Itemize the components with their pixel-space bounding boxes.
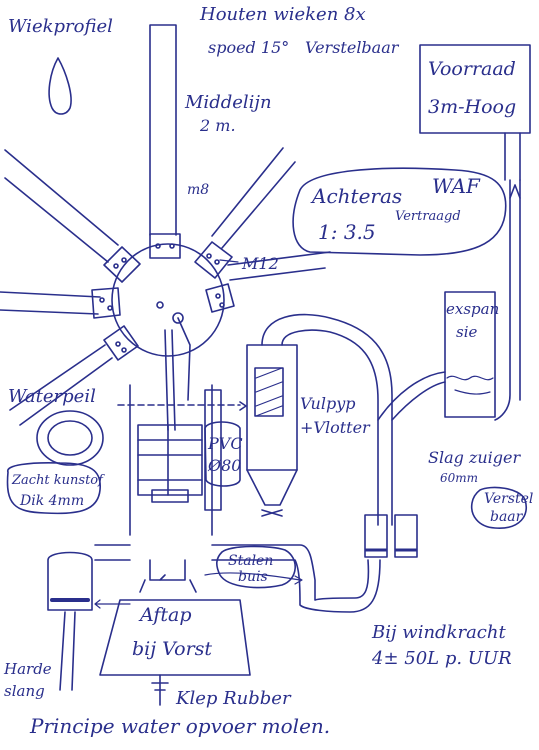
windkracht-label-1: Bij windkracht bbox=[372, 622, 506, 643]
expansion-arrow bbox=[509, 184, 521, 199]
zacht-kunststof-label-2: Dik 4mm bbox=[20, 493, 85, 509]
hub-axle bbox=[172, 312, 184, 324]
drain-valve bbox=[139, 559, 197, 593]
fill-pipe bbox=[246, 344, 298, 471]
blade-upper-right bbox=[211, 147, 296, 249]
m12-label: M12 bbox=[242, 254, 279, 273]
rear-axle-callout bbox=[292, 167, 507, 256]
piston-base bbox=[151, 489, 189, 503]
pvc-callout bbox=[204, 421, 241, 487]
inlet-hose bbox=[59, 611, 76, 691]
harde-slang-label-1: Harde bbox=[4, 660, 52, 678]
storage-tank bbox=[419, 44, 531, 134]
soft-plastic-ring-inner bbox=[47, 420, 93, 456]
fill-pipe-valve bbox=[261, 509, 283, 517]
waterpeil-label: Waterpeil bbox=[8, 386, 96, 407]
middellijn-label: Middelijn bbox=[185, 92, 272, 113]
harde-slang-label-2: slang bbox=[4, 682, 45, 700]
crank-rod bbox=[164, 317, 191, 431]
stroke-valve-right bbox=[394, 514, 418, 558]
verstelbaar-bottom-label-1: Verstel bbox=[484, 491, 534, 507]
arrow-to-inlet bbox=[94, 599, 131, 609]
expansie-label-1: exspan bbox=[446, 300, 500, 318]
blade-top bbox=[149, 24, 177, 236]
achteras-waf-label: WAF bbox=[432, 174, 480, 198]
drain-chamber bbox=[99, 599, 251, 676]
stalen-buis-label-2: buis bbox=[238, 569, 268, 585]
inlet-chamber bbox=[47, 551, 93, 611]
diagram-title: Principe water opvoer molen. bbox=[30, 714, 331, 738]
wiekprofiel-label: Wiekprofiel bbox=[8, 16, 113, 37]
middellijn-value: 2 m. bbox=[200, 116, 236, 135]
cylinder-lines bbox=[137, 424, 203, 496]
voorraad-label-2: 3m-Hoog bbox=[428, 96, 517, 118]
fill-pipe-taper bbox=[246, 469, 298, 506]
vulpijp-label-2: +Vlotter bbox=[300, 418, 370, 437]
expansion-water bbox=[446, 375, 494, 381]
pvc-size-label: Ø80 bbox=[208, 456, 242, 475]
stalen-buis-label-1: Stalen bbox=[228, 553, 274, 569]
blade-clamps bbox=[91, 233, 235, 361]
arrow-to-expansion bbox=[454, 389, 491, 395]
pvc-label: PVC bbox=[208, 434, 243, 453]
pvc-cylinder bbox=[137, 424, 203, 496]
expansion-vessel bbox=[444, 291, 496, 418]
vertraagd-label: Vertraagd bbox=[395, 209, 461, 224]
soft-plastic-callout bbox=[6, 462, 101, 515]
steel-pipe-callout bbox=[216, 545, 296, 589]
hub-bolt bbox=[156, 301, 164, 309]
blade-profile-shape bbox=[48, 57, 72, 115]
m12-leader bbox=[219, 259, 239, 263]
stroke-valve-left bbox=[364, 514, 388, 558]
float-hatch bbox=[255, 367, 283, 417]
slag-value-label: 60mm bbox=[440, 471, 479, 485]
soft-plastic-ring-outer bbox=[36, 410, 104, 466]
float bbox=[254, 367, 284, 417]
spoed-label: spoed 15° bbox=[208, 38, 290, 57]
zacht-kunststof-label-1: Zacht kunstof bbox=[12, 473, 103, 488]
aftap-label-2: bij Vorst bbox=[132, 638, 213, 660]
windkracht-label-2: 4± 50L p. UUR bbox=[372, 648, 512, 669]
aftap-label-1: Aftap bbox=[140, 604, 192, 626]
verstelbaar-bottom-callout bbox=[470, 486, 527, 529]
expansion-pipe-up bbox=[494, 179, 521, 421]
blade-left bbox=[0, 291, 101, 315]
achteras-label: Achteras bbox=[312, 184, 403, 208]
klep-rubber-label: Klep Rubber bbox=[176, 688, 291, 709]
riser-to-expansion bbox=[377, 371, 446, 421]
achteras-ratio-label: 1: 3.5 bbox=[318, 220, 376, 244]
verstelbaar-top-label: Verstelbaar bbox=[305, 38, 399, 57]
vulpijp-label-1: Vulpyp bbox=[300, 394, 356, 413]
blade-right bbox=[227, 251, 331, 281]
m8-label: m8 bbox=[187, 182, 210, 198]
blade-upper-left bbox=[4, 149, 119, 263]
voorraad-label-1: Voorraad bbox=[428, 58, 516, 80]
rotor-hub bbox=[111, 243, 225, 357]
steel-pipe bbox=[94, 544, 381, 613]
verstelbaar-bottom-label-2: baar bbox=[490, 509, 523, 525]
level-arrow bbox=[239, 401, 247, 411]
blade-lower-left bbox=[9, 344, 113, 426]
tank-outlet bbox=[504, 132, 521, 181]
slag-zuiger-label: Slag zuiger bbox=[428, 448, 521, 467]
overflow-pipe bbox=[261, 313, 393, 526]
houten-wieken-label: Houten wieken 8x bbox=[200, 4, 366, 25]
expansie-label-2: sie bbox=[456, 323, 478, 341]
